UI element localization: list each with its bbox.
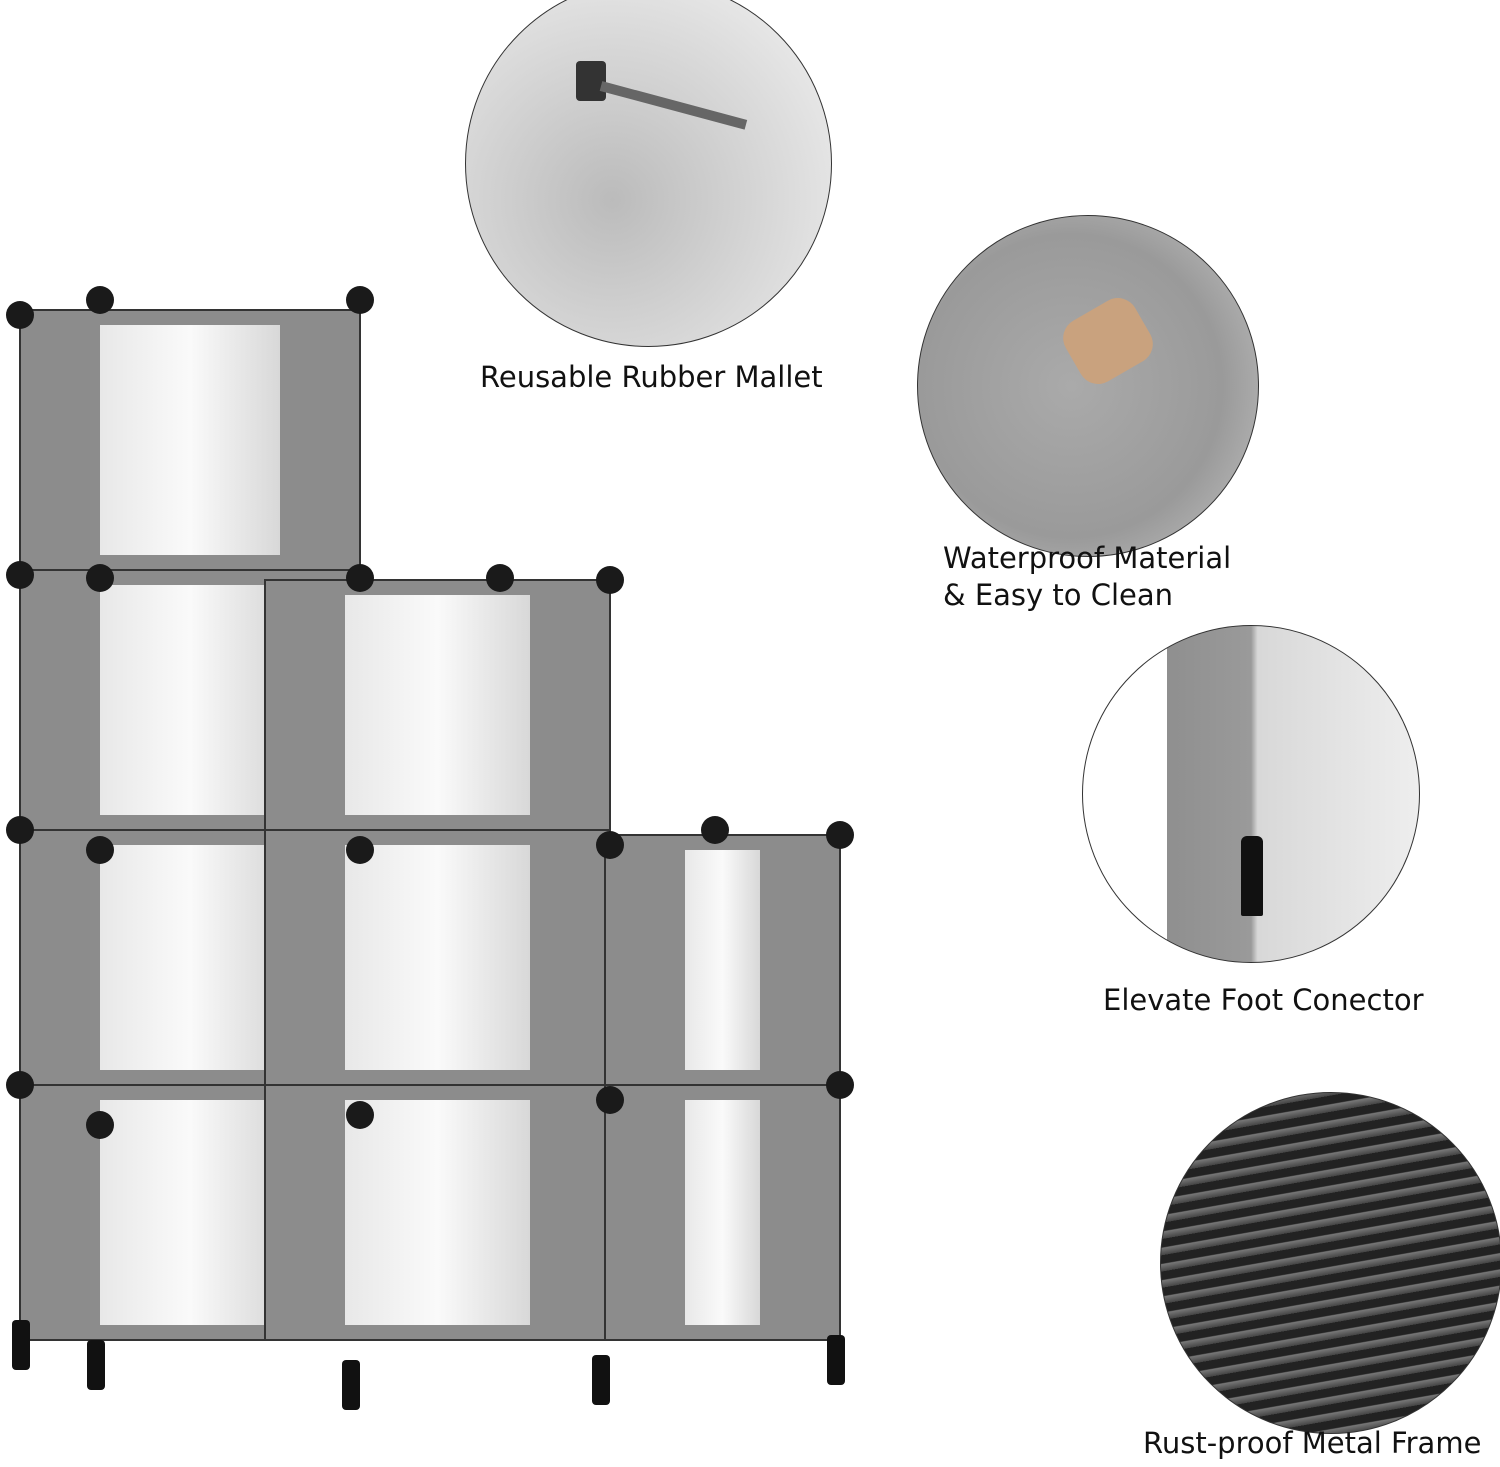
connector-icon <box>346 564 374 592</box>
foot-icon <box>342 1360 360 1410</box>
connector-icon <box>6 1071 34 1099</box>
cube-opening <box>100 1100 280 1325</box>
mallet-icon <box>576 61 606 101</box>
connector-icon <box>826 821 854 849</box>
foot-connector-image <box>1082 625 1420 963</box>
connector-icon <box>86 286 114 314</box>
foot-icon <box>827 1335 845 1385</box>
connector-icon <box>596 831 624 859</box>
caption-foot-connector: Elevate Foot Conector <box>1103 983 1424 1017</box>
cloth-icon <box>1055 290 1161 392</box>
connector-icon <box>6 816 34 844</box>
metal-frame-image <box>1160 1092 1500 1434</box>
caption-rubber-mallet: Reusable Rubber Mallet <box>480 360 823 394</box>
cube-opening <box>345 595 530 815</box>
connector-icon <box>346 286 374 314</box>
connector-icon <box>86 836 114 864</box>
waterproof-image <box>917 215 1259 557</box>
foot-icon <box>87 1340 105 1390</box>
connector-icon <box>86 564 114 592</box>
cube-opening <box>100 585 280 815</box>
cube-opening <box>100 845 280 1070</box>
connector-icon <box>86 1111 114 1139</box>
connector-icon <box>346 836 374 864</box>
foot-icon <box>592 1355 610 1405</box>
cube-opening <box>345 845 530 1070</box>
foot-icon <box>12 1320 30 1370</box>
connector-icon <box>346 1101 374 1129</box>
connector-icon <box>486 564 514 592</box>
connector-icon <box>826 1071 854 1099</box>
rubber-mallet-image <box>465 0 832 347</box>
cube-opening <box>345 1100 530 1325</box>
connector-icon <box>596 566 624 594</box>
caption-waterproof-line2: & Easy to Clean <box>943 578 1174 612</box>
connector-icon <box>596 1086 624 1114</box>
caption-waterproof-line1: Waterproof Material <box>943 541 1232 575</box>
cube-opening <box>685 1100 760 1325</box>
connector-icon <box>701 816 729 844</box>
connector-icon <box>6 301 34 329</box>
foot-icon <box>1241 836 1263 916</box>
cube-opening <box>100 325 280 555</box>
connector-icon <box>6 561 34 589</box>
caption-metal-frame: Rust-proof Metal Frame <box>1143 1426 1482 1460</box>
cube-shelf-illustration <box>6 286 854 1410</box>
cube-opening <box>685 850 760 1070</box>
